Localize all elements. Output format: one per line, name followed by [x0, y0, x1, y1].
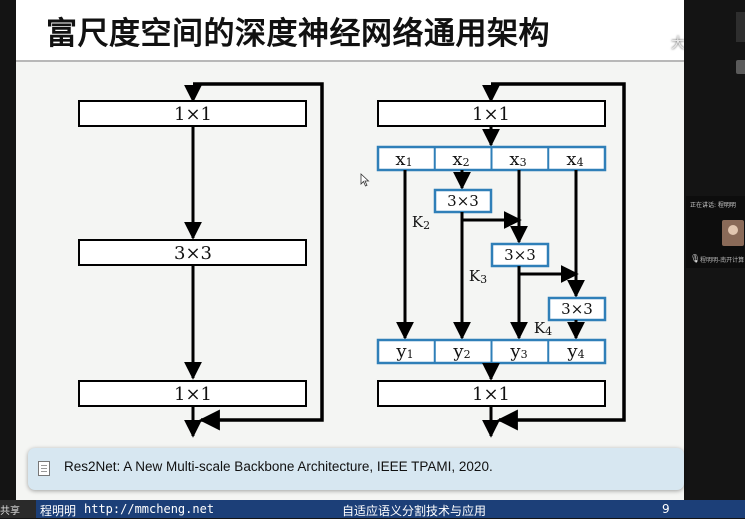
left-conv-1x1-bottom-label: 1×1 [174, 384, 212, 405]
k2-label: K2 [412, 213, 430, 232]
footer-bar: 共享 程明明 http://mmcheng.net 自适应语义分割技术与应用 9 [0, 500, 745, 518]
conv-k2-label: 3×3 [447, 192, 479, 210]
video-participant-panel[interactable]: 正在讲话: 程明明 🎙 程明明-南开计算 [686, 196, 745, 268]
microphone-icon[interactable]: 🎙 [690, 254, 700, 263]
left-conv-3x3-label: 3×3 [174, 243, 212, 264]
architecture-diagram: 1×1 3×3 1×1 1×1 x1 x2 x3 x4 [16, 0, 684, 448]
footer-course-title: 自适应语义分割技术与应用 [342, 502, 486, 519]
page-number: 9 [662, 502, 670, 516]
avatar [722, 220, 744, 246]
reference-callout: Res2Net: A New Multi-scale Backbone Arch… [28, 448, 684, 490]
mouse-cursor-icon [361, 174, 369, 186]
speaking-status: 正在讲话: 程明明 [690, 200, 736, 209]
k3-label: K3 [469, 267, 487, 286]
watermark: 大雨平台 [671, 33, 684, 53]
right-conv-1x1-top-label: 1×1 [472, 104, 510, 125]
k4-label: K4 [534, 319, 552, 338]
right-conv-1x1-bottom-label: 1×1 [472, 384, 510, 405]
left-bottleneck-block: 1×1 3×3 1×1 [79, 84, 322, 436]
share-label: 共享 [0, 502, 20, 517]
slide: 富尺度空间的深度神经网络通用架构 1×1 3×3 1×1 [16, 0, 684, 500]
conv-k3-label: 3×3 [504, 246, 536, 264]
left-conv-1x1-top-label: 1×1 [174, 104, 212, 125]
panel-collapse-handle[interactable] [736, 60, 745, 74]
conv-k4-label: 3×3 [561, 300, 593, 318]
reference-text: Res2Net: A New Multi-scale Backbone Arch… [64, 459, 493, 474]
document-icon [38, 461, 50, 476]
window-edge [736, 12, 745, 42]
participant-name: 程明明-南开计算 [700, 255, 744, 264]
footer-author: 程明明 [40, 502, 76, 519]
share-indicator[interactable]: 共享 [0, 500, 36, 518]
res2net-block: 1×1 x1 x2 x3 x4 3×3 K2 3×3 K3 [378, 84, 624, 436]
footer-url[interactable]: http://mmcheng.net [84, 502, 214, 516]
